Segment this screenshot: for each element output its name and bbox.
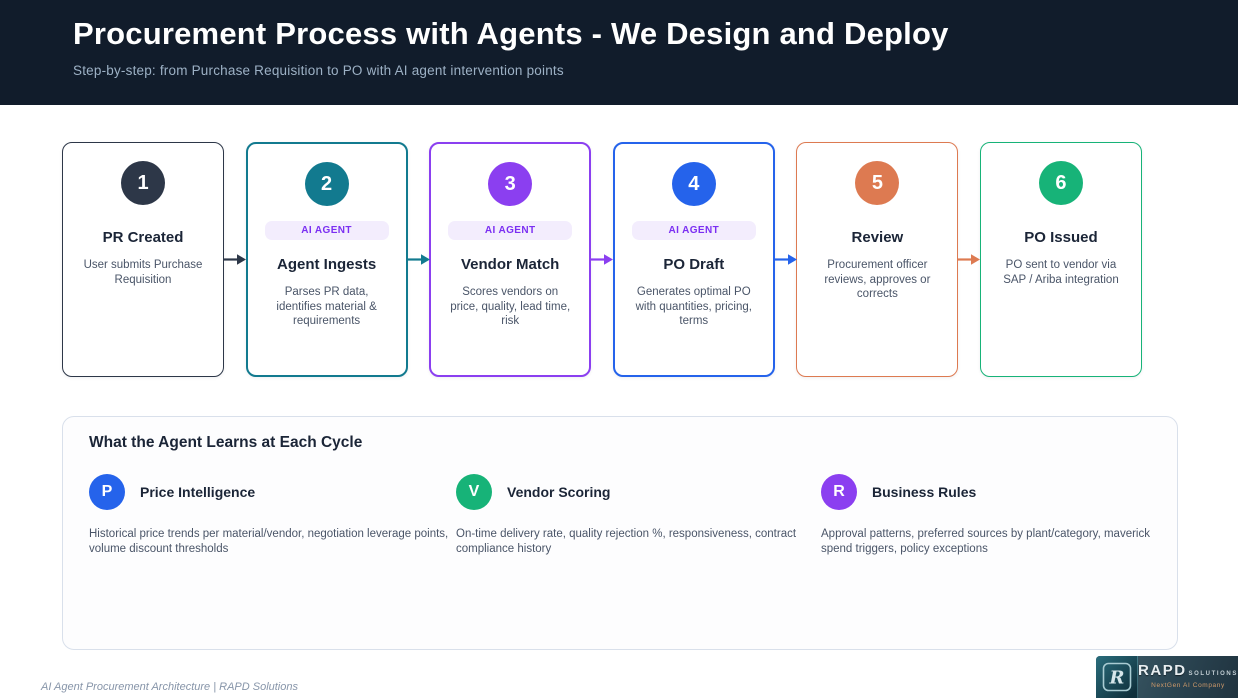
learning-item-description: On-time delivery rate, quality rejection… bbox=[456, 528, 797, 555]
svg-text:R: R bbox=[1108, 668, 1124, 689]
flow-arrow-icon bbox=[774, 142, 797, 377]
ai-agent-badge: AI AGENT bbox=[448, 221, 573, 240]
header-banner: Procurement Process with Agents - We Des… bbox=[0, 0, 1238, 105]
step-description: Generates optimal PO with quantities, pr… bbox=[635, 286, 752, 328]
flow-arrow-icon bbox=[958, 142, 981, 377]
learning-panel: What the Agent Learns at Each Cycle P Pri… bbox=[62, 416, 1178, 650]
ai-agent-badge: AI AGENT bbox=[264, 221, 389, 240]
flow-arrow-icon bbox=[591, 142, 614, 377]
step-card-6: 6 PO Issued PO sent to vendor via SAP / Ar… bbox=[979, 142, 1142, 377]
step-title: PR Created bbox=[102, 229, 184, 246]
footer-caption: AI Agent Procurement Architecture | RAPD… bbox=[41, 681, 298, 693]
step-description: User submits Purchase Requisition bbox=[83, 259, 203, 286]
brand-name: RAPD bbox=[1138, 662, 1187, 679]
learning-initial-circle: V bbox=[456, 474, 492, 510]
page-subtitle: Step-by-step: from Purchase Requisition … bbox=[73, 63, 564, 78]
learning-item-title: Price Intelligence bbox=[140, 484, 256, 500]
step-title: Agent Ingests bbox=[277, 256, 377, 273]
step-description: PO sent to vendor via SAP / Ariba integr… bbox=[1003, 259, 1119, 286]
step-title: PO Issued bbox=[1024, 229, 1098, 246]
step-title: Vendor Match bbox=[461, 256, 560, 273]
step-number-circle: 5 bbox=[855, 161, 900, 205]
page-title: Procurement Process with Agents - We Des… bbox=[73, 16, 949, 51]
step-number-circle: 1 bbox=[121, 161, 165, 205]
step-number-circle: 4 bbox=[671, 162, 716, 206]
step-title: PO Draft bbox=[663, 256, 725, 273]
ai-agent-badge: AI AGENT bbox=[631, 221, 756, 240]
step-number-circle: 6 bbox=[1038, 161, 1083, 205]
learning-initial-circle: P bbox=[89, 474, 125, 510]
learning-item-title: Business Rules bbox=[872, 484, 977, 500]
learning-item-description: Approval patterns, preferred sources by … bbox=[821, 528, 1150, 555]
step-description: Scores vendors on price, quality, lead t… bbox=[450, 286, 571, 328]
step-number-circle: 2 bbox=[304, 162, 349, 206]
flow-arrow-icon bbox=[407, 142, 430, 377]
learning-item-description: Historical price trends per material/ven… bbox=[89, 528, 449, 555]
step-description: Procurement officer reviews, approves or… bbox=[824, 259, 931, 301]
brand-tagline: NextGen AI Company bbox=[1151, 682, 1225, 689]
learning-item-title: Vendor Scoring bbox=[507, 484, 611, 500]
learning-initial-circle: R bbox=[821, 474, 857, 510]
step-description: Parses PR data, identifies material & re… bbox=[276, 286, 377, 328]
step-number-circle: 3 bbox=[488, 162, 533, 206]
brand-suffix: SOLUTIONS bbox=[1188, 671, 1238, 677]
learning-heading: What the Agent Learns at Each Cycle bbox=[89, 434, 363, 451]
step-title: Review bbox=[851, 229, 904, 246]
flow-arrow-icon bbox=[224, 142, 246, 377]
brand-monogram-icon: R bbox=[1096, 656, 1138, 698]
